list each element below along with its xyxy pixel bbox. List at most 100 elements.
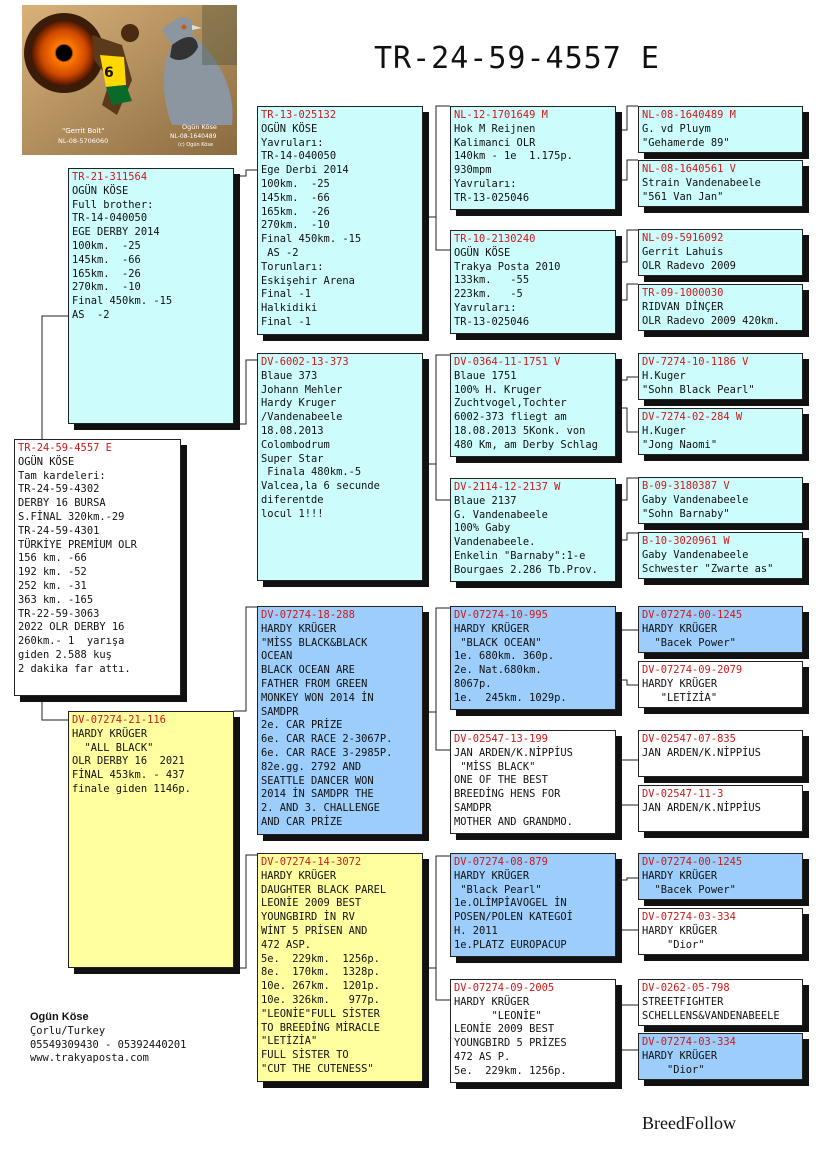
owner-website[interactable]: www.trakyaposta.com	[30, 1052, 186, 1066]
pedigree-text-line: TR-14-040050	[72, 212, 233, 226]
pedigree-text-line: OCEAN	[261, 650, 422, 664]
pedigree-text-line: Hardy Kruger	[261, 397, 422, 411]
pedigree-text-line: MONKEY WON 2014 İN	[261, 692, 422, 706]
pedigree-text-line: 2e. Nat.680km.	[454, 664, 615, 678]
pedigree-text-line: Torunları:	[261, 261, 422, 275]
pedigree-text-line: 480 Km, am Derby Schlag	[454, 439, 615, 453]
pedigree-text-line: 1e.OLİMPİAVOGEL İN	[454, 897, 615, 911]
pedigree-text-line: TO BREEDİNG MİRACLE	[261, 1022, 422, 1036]
ring-number: DV-07274-18-288	[261, 609, 422, 623]
pedigree-text-line: YOUNGBIRD İN RV	[261, 911, 422, 925]
pedigree-text-line: Eskişehir Arena	[261, 275, 422, 289]
pedigree-text-line: 472 AS P.	[454, 1051, 615, 1065]
pedigree-text-line: 165km. -26	[261, 206, 422, 220]
pedigree-text-line: 5e. 229km. 1256p.	[261, 953, 422, 967]
pedigree-text-line: TR-13-025046	[454, 316, 615, 330]
pedigree-text-line: 145km. -66	[261, 192, 422, 206]
pedigree-text-line: Trakya Posta 2010	[454, 261, 615, 275]
pedigree-text-line: Blaue 1751	[454, 370, 615, 384]
owner-city: Çorlu/Turkey	[30, 1025, 186, 1039]
pedigree-text-line: 270km. -10	[261, 219, 422, 233]
pedigree-text-line: POSEN/POLEN KATEGOİ	[454, 911, 615, 925]
pedigree-text-line: FULL SİSTER TO	[261, 1049, 422, 1063]
pedigree-text-line: "BLACK OCEAN"	[454, 637, 615, 651]
pedigree-text-line: finale giden 1146p.	[72, 783, 233, 797]
ring-number: DV-02547-13-199	[454, 733, 615, 747]
pedigree-text-line: 100km. -25	[72, 240, 233, 254]
ring-number: B-10-3020961 W	[642, 535, 802, 549]
pedigree-text-line: HARDY KRÜGER	[642, 870, 802, 884]
pedigree-text-line: JAN ARDEN/K.NİPPİUS	[454, 747, 615, 761]
pedigree-text-line: 930mpm	[454, 164, 615, 178]
pedigree-text-line: Zuchtvogel,Tochter	[454, 397, 615, 411]
pedigree-text-line: YOUNGBIRD 5 PRİZES	[454, 1037, 615, 1051]
pedigree-text-line: Final 450km. -15	[261, 233, 422, 247]
pedigree-text-line: LEONİE 2009 BEST	[454, 1023, 615, 1037]
pedigree-text-line: HARDY KRÜGER	[454, 870, 615, 884]
pedigree-text-line: BLACK OCEAN ARE	[261, 664, 422, 678]
pedigree-text-line: HARDY KRÜGER	[642, 1050, 802, 1064]
pedigree-text-line: 260km.- 1 yarışa	[18, 635, 180, 649]
pedigree-text-line: 18.08.2013 5Konk. von	[454, 425, 615, 439]
pedigree-text-line: Tam kardeleri:	[18, 470, 180, 484]
pedigree-text-line: 6e. CAR RACE 3-2985P.	[261, 747, 422, 761]
pedigree-text-line: "Dior"	[642, 939, 802, 953]
pedigree-text-line: locul 1!!!	[261, 508, 422, 522]
pedigree-text-line: 8067p.	[454, 678, 615, 692]
pedigree-text-line: "LEONİE"FULL SİSTER	[261, 1008, 422, 1022]
brand-logo: BreedFollow	[642, 1113, 736, 1134]
pedigree-text-line: 6e. CAR RACE 2-3067P.	[261, 733, 422, 747]
pedigree-text-line: "Sohn Barnaby"	[642, 508, 802, 522]
pedigree-text-line: "Gehamerde 89"	[642, 137, 802, 151]
pedigree-text-line: HARDY KRÜGER	[261, 623, 422, 637]
pedigree-text-line: SCHELLENS&VANDENABEELE	[642, 1010, 802, 1024]
pedigree-text-line: STREETFIGHTER	[642, 996, 802, 1010]
pedigree-text-line: 472 ASP.	[261, 939, 422, 953]
pedigree-text-line: TR-14-040050	[261, 150, 422, 164]
pedigree-text-line: 2. AND 3. CHALLENGE	[261, 802, 422, 816]
pedigree-text-line: 2014 İN SAMDPR THE	[261, 788, 422, 802]
pedigree-text-line: 1e. 680km. 360p.	[454, 650, 615, 664]
pedigree-text-line: Gaby Vandenabeele	[642, 549, 802, 563]
pedigree-text-line: TR-24-59-4301	[18, 525, 180, 539]
pedigree-text-line: 133km. -55	[454, 274, 615, 288]
pedigree-text-line: OLR Radevo 2009	[642, 260, 802, 274]
pedigree-text-line: Blaue 373	[261, 370, 422, 384]
pedigree-text-line: Final -1	[261, 288, 422, 302]
pedigree-text-line: H. 2011	[454, 925, 615, 939]
pedigree-text-line: 100% Gaby	[454, 522, 615, 536]
pedigree-text-line: 2 dakika far attı.	[18, 663, 180, 677]
pedigree-text-line: AS -2	[261, 247, 422, 261]
